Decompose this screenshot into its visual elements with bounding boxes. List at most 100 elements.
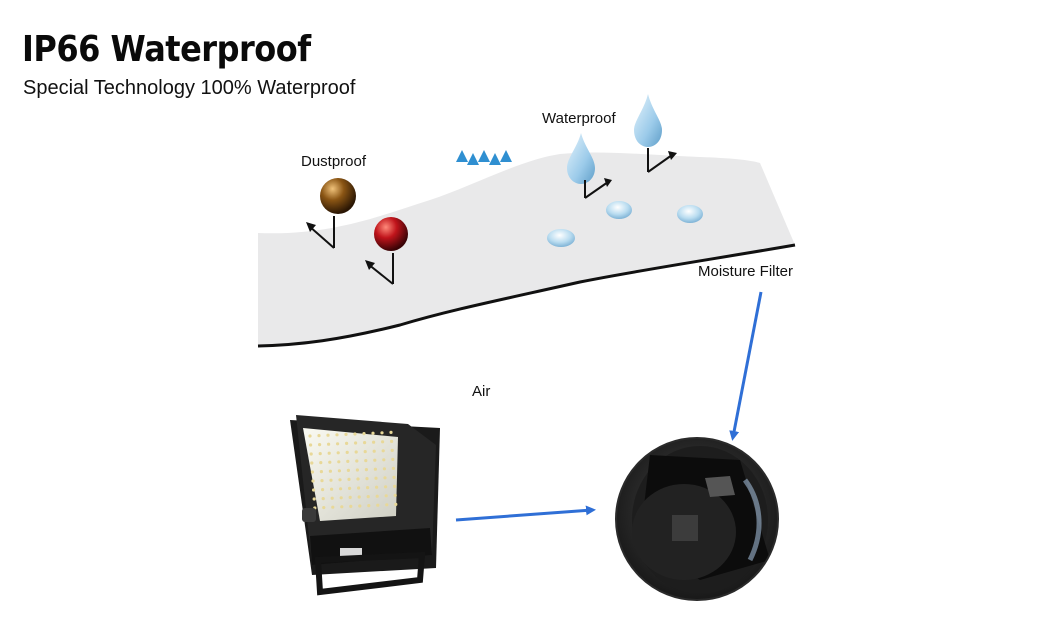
led-dot [373,467,377,471]
led-dot [346,468,350,472]
water-bead [547,229,575,247]
led-dot [338,478,342,482]
water-drop [567,133,612,199]
led-dot [375,494,379,498]
led-dot [329,478,333,482]
led-dot [337,469,341,473]
led-dot [336,451,340,455]
led-dot [358,504,362,508]
led-dot [364,468,368,472]
led-dot [340,505,344,509]
led-dot [312,488,316,492]
led-dot [331,505,335,509]
led-dot [362,432,366,436]
led-grid [308,430,398,510]
page-title: IP66 Waterproof [22,28,311,70]
led-dot [349,504,353,508]
led-dot [363,450,367,454]
air-arrow [478,150,490,367]
led-dot [339,496,343,500]
led-dot [364,459,368,463]
led-dot [328,460,332,464]
led-dot [319,461,323,465]
floodlight-pointer-arrow [455,505,596,522]
led-dot [312,497,316,501]
led-dot [355,468,359,472]
air-arrow [489,153,501,367]
led-dot [347,477,351,481]
led-dot [376,503,380,507]
water-drop [634,94,677,173]
dustproof-label: Dustproof [301,153,367,170]
led-dot [335,433,339,437]
waterproof-label: Waterproof [542,110,616,127]
led-dot [330,496,334,500]
led-dot [367,504,371,508]
led-dot [355,459,359,463]
led-dot [357,486,361,490]
led-dot [345,441,349,445]
led-dot [393,493,397,497]
led-dot [391,466,395,470]
led-dot [375,485,379,489]
floodlight-image [290,415,440,596]
led-dot [309,443,313,447]
led-dot [392,475,396,479]
led-dot [393,484,397,488]
led-dot [311,479,315,483]
led-dot [373,458,377,462]
led-dot [390,439,394,443]
led-dot [318,452,322,456]
led-dot [372,440,376,444]
air-arrow [456,150,468,367]
led-dot [394,502,398,506]
dust-particle-brown [306,178,356,249]
led-dot [385,503,389,507]
led-dot [374,476,378,480]
led-dot [346,459,350,463]
led-dot [383,476,387,480]
led-dot [317,434,321,438]
led-dot [328,469,332,473]
led-dot [348,486,352,490]
led-dot [382,458,386,462]
led-dot [321,497,325,501]
led-dot [310,461,314,465]
led-dot [389,430,393,434]
led-dot [381,449,385,453]
dust-particle-red [365,217,408,285]
led-dot [326,433,330,437]
page-subtitle: Special Technology 100% Waterproof [23,77,356,99]
led-dot [354,441,358,445]
led-dot [308,434,312,438]
led-dot [319,470,323,474]
led-dot [354,450,358,454]
led-dot [357,495,361,499]
led-dot [327,442,331,446]
led-dot [310,470,314,474]
water-bead [606,201,632,219]
led-dot [330,487,334,491]
led-dot [339,487,343,491]
led-dot [327,451,331,455]
led-dot [309,452,313,456]
air-arrow [500,150,512,367]
led-dot [384,485,388,489]
led-dot [344,432,348,436]
led-dot [366,495,370,499]
led-dot [320,479,324,483]
led-dot [363,441,367,445]
led-dot [348,495,352,499]
filter-closeup-image [615,437,779,601]
led-dot [337,460,341,464]
moisture-filter-label: Moisture Filter [698,263,794,280]
led-dot [366,486,370,490]
led-dot [318,443,322,447]
led-dot [390,448,394,452]
led-dot [372,449,376,453]
led-dot [322,506,326,510]
led-dot [371,431,375,435]
membrane [257,152,796,348]
led-dot [384,494,388,498]
